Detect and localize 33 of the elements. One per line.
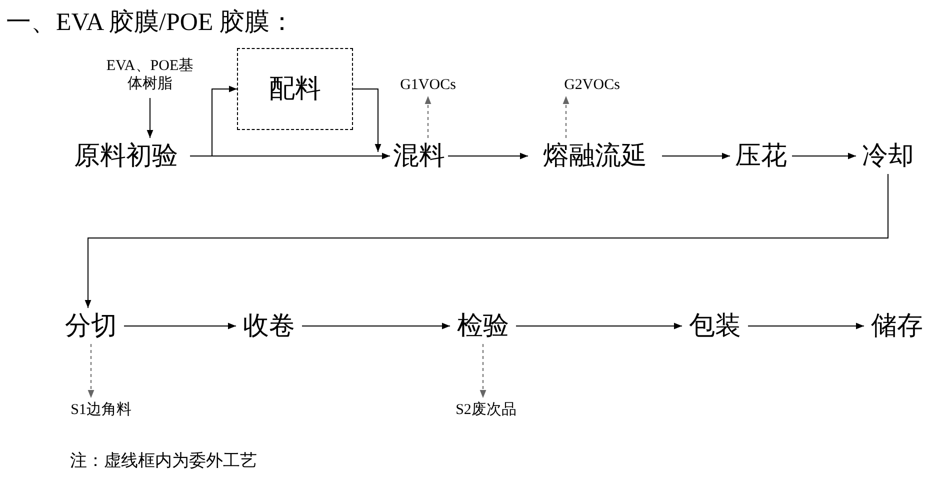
process-step: 检验: [450, 308, 516, 344]
arrow: [748, 322, 864, 330]
arrow: [792, 152, 856, 160]
arrow: [662, 152, 730, 160]
output-label: S2废次品: [428, 398, 544, 422]
note: 注：虚线框内为委外工艺: [70, 452, 257, 469]
output-label: G2VOCs: [554, 74, 630, 96]
dashed-arrow: [562, 96, 570, 138]
arrow: [190, 152, 390, 160]
arrow: [84, 174, 888, 308]
process-step: 压花: [730, 138, 792, 174]
dashed-arrow: [88, 344, 94, 398]
arrow: [352, 88, 382, 152]
arrow: [516, 322, 682, 330]
output-label: S1边角料: [46, 398, 156, 422]
arrow: [146, 98, 154, 138]
dashed-arrow: [480, 344, 486, 398]
process-step: 储存: [864, 308, 930, 344]
process-step: 混料: [390, 138, 448, 174]
process-step: 原料初验: [62, 138, 190, 174]
process-step: 冷却: [856, 138, 920, 174]
output-label: EVA、POE基体树脂: [104, 52, 196, 98]
outsourced-process-box: 配料: [237, 48, 353, 130]
dashed-arrow: [424, 96, 432, 138]
arrow: [448, 152, 528, 160]
process-step: 收卷: [236, 308, 302, 344]
arrow: [302, 322, 450, 330]
process-step: 分切: [58, 308, 124, 344]
arrow: [124, 322, 236, 330]
process-step: 熔融流延: [528, 138, 662, 174]
process-step: 包装: [682, 308, 748, 344]
title: 一、EVA 胶膜/POE 胶膜：: [6, 10, 294, 35]
output-label: G1VOCs: [390, 74, 466, 96]
